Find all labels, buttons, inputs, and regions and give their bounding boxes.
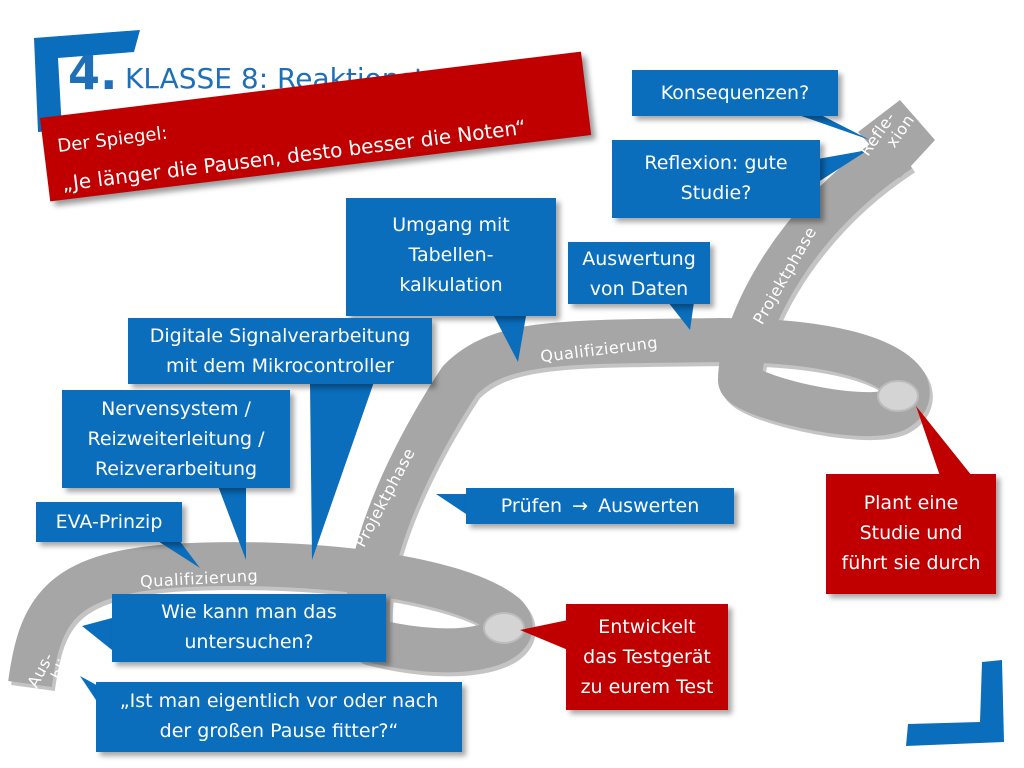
box-signal-line2: mit dem Mikrocontroller [166,355,394,377]
callout-tail-signal [310,382,374,560]
box-tabellenkalkulation: Umgang mit Tabellen- kalkulation [346,198,556,316]
box-auswertung-line1: Auswertung [582,248,696,270]
callout-tail-tabellen [494,316,526,362]
station-circle-upper [877,380,919,412]
box-reflexion-studie: Reflexion: gute Studie? [612,140,820,218]
box-nerven-line1: Nervensystem / [101,398,251,420]
road-end-cap [858,100,935,178]
box-eva-prinzip: EVA-Prinzip [36,502,182,542]
callout-tail-nerven [218,486,246,560]
corner-bracket-bottom-right [906,660,1004,746]
box-untersuchen-line2: untersuchen? [184,631,314,653]
box-studie-line2: Studie und [859,522,963,544]
box-nervensystem: Nervensystem / Reizweiterleitung / Reizv… [62,390,290,488]
callout-tail-konsequenzen [790,112,870,140]
box-pruefen-auswerten: Prüfen → Auswerten [466,488,734,524]
box-tabellen-line2: Tabellen- [408,244,494,266]
box-nerven-line3: Reizverarbeitung [94,458,258,480]
box-frage-line1: „Ist man eigentlich vor oder nach [119,690,439,712]
box-studie-line3: führt sie durch [841,552,981,574]
callout-tail-pruefen [436,494,466,514]
box-testgeraet-line1: Entwickelt [598,616,696,638]
box-reflexion-line1: Reflexion: gute [644,152,788,174]
box-auswertung-line2: von Daten [589,278,689,300]
box-pruefen-text: Prüfen [500,495,563,517]
box-untersuchen: Wie kann man das untersuchen? [112,594,386,662]
box-konsequenzen-text: Konsequenzen? [660,82,810,104]
box-auswertung: Auswertung von Daten [568,242,710,304]
callout-tail-untersuchen [82,618,112,650]
road-path [8,131,930,688]
box-eva-text: EVA-Prinzip [55,511,163,533]
box-tabellen-line3: kalkulation [399,274,503,296]
callout-tail-auswertung [668,302,694,330]
box-frage: „Ist man eigentlich vor oder nach der gr… [96,682,462,752]
callout-tail-testgeraet [520,620,568,650]
box-signalverarbeitung: Digitale Signalverarbeitung mit dem Mikr… [128,318,432,384]
corner-bracket-top-left [34,30,140,132]
callout-tail-eva [150,536,200,568]
box-testgeraet: Entwickelt das Testgerät zu eurem Test [566,604,728,710]
box-testgeraet-line3: zu eurem Test [580,676,714,698]
callout-tail-reflexion [812,150,868,186]
arrow-right-icon: → [572,495,589,517]
box-reflexion-line2: Studie? [680,182,752,204]
station-circle-lower [483,612,525,644]
box-studie-line1: Plant eine [863,492,959,514]
banner-source: Der Spiegel: [56,122,169,157]
box-signal-line1: Digitale Signalverarbeitung [149,325,411,347]
box-auswerten-text: Auswerten [598,495,700,517]
header-number: 4. [68,46,118,100]
box-nerven-line2: Reizweiterleitung / [87,428,265,450]
callout-tail-studie [916,406,972,476]
box-konsequenzen: Konsequenzen? [632,70,838,116]
box-untersuchen-line1: Wie kann man das [161,601,337,623]
box-testgeraet-line2: das Testgerät [583,646,711,668]
box-frage-line2: der großen Pause fitter?“ [159,720,399,742]
box-studie: Plant eine Studie und führt sie durch [826,474,996,594]
box-tabellen-line1: Umgang mit [392,214,510,236]
